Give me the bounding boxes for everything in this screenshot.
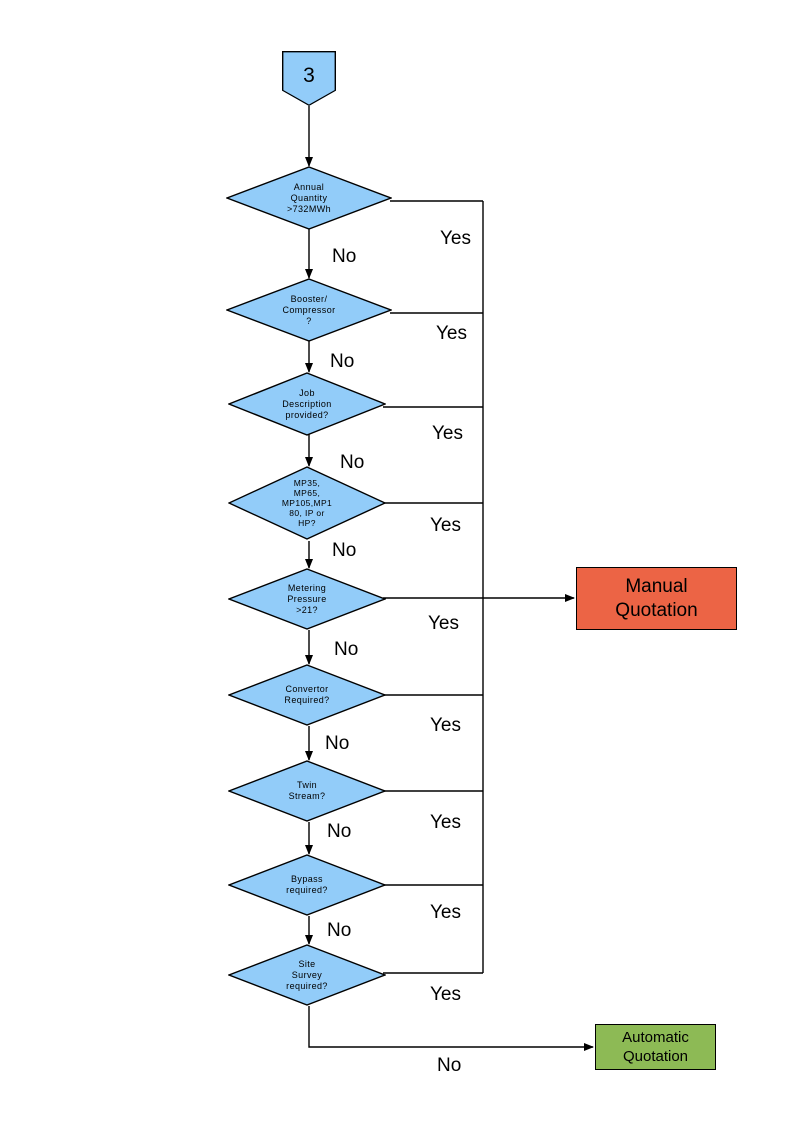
edge-label-yes-site-survey: Yes — [430, 984, 461, 1005]
decision-booster-compressor-text: Booster/ Compressor ? — [226, 278, 392, 342]
decision-booster-compressor[interactable]: Booster/ Compressor ? — [226, 278, 392, 342]
decision-line: ? — [306, 315, 312, 326]
decision-site-survey-text: Site Survey required? — [228, 944, 386, 1006]
decision-twin-stream[interactable]: Twin Stream? — [228, 760, 386, 822]
edge-label-no-final: No — [437, 1055, 462, 1076]
decision-line: Site — [298, 958, 316, 969]
diamond-shape-icon — [226, 278, 392, 342]
decision-annual-quantity-text: Annual Quantity >732MWh — [226, 166, 392, 230]
decision-line: MP105,MP1 — [281, 498, 333, 508]
diamond-shape-icon — [228, 568, 386, 630]
terminal-automatic-line: Quotation — [622, 1048, 689, 1065]
decision-pressure-tier-text: MP35, MP65, MP105,MP1 80, IP or HP? — [228, 466, 386, 540]
decision-bypass-required[interactable]: Bypass required? — [228, 854, 386, 916]
decision-line: Bypass — [291, 874, 323, 884]
diamond-shape-icon — [228, 466, 386, 540]
terminal-automatic-line: Automatic — [622, 1029, 689, 1046]
decision-line: HP? — [298, 518, 316, 528]
diamond-shape-icon — [228, 854, 386, 916]
edge-label-no-convertor-required: No — [325, 733, 350, 754]
edge-label-yes-metering-pressure: Yes — [428, 613, 459, 634]
decision-line: >732MWh — [286, 203, 332, 214]
decision-line: >21? — [296, 604, 318, 615]
decision-line: Description — [282, 398, 332, 409]
decision-line: Booster/ — [290, 293, 328, 304]
edge-label-yes-bypass-required: Yes — [430, 902, 461, 923]
edge-label-yes-annual-quantity: Yes — [440, 228, 471, 249]
edge-label-no-twin-stream: No — [327, 821, 352, 842]
decision-line: Twin — [296, 780, 318, 790]
decision-convertor-required[interactable]: Convertor Required? — [228, 664, 386, 726]
decision-bypass-required-text: Bypass required? — [228, 854, 386, 916]
edge-label-no-annual-quantity: No — [332, 246, 357, 267]
edge-label-yes-booster-compressor: Yes — [436, 323, 467, 344]
diamond-shape-icon — [228, 372, 386, 436]
edge-label-no-metering-pressure: No — [334, 639, 359, 660]
terminal-automatic-quotation[interactable]: Automatic Quotation — [595, 1024, 716, 1070]
decision-pressure-tier[interactable]: MP35, MP65, MP105,MP1 80, IP or HP? — [228, 466, 386, 540]
edge-label-no-booster-compressor: No — [330, 351, 355, 372]
edge-label-no-pressure-tier: No — [332, 540, 357, 561]
decision-job-description[interactable]: Job Description provided? — [228, 372, 386, 436]
edge-label-no-bypass-required: No — [327, 920, 352, 941]
decision-metering-pressure[interactable]: Metering Pressure >21? — [228, 568, 386, 630]
decision-line: Pressure — [287, 593, 327, 604]
terminal-manual-line: Manual — [625, 575, 688, 597]
decision-job-description-text: Job Description provided? — [228, 372, 386, 436]
edge-label-no-job-description: No — [340, 452, 365, 473]
decision-line: Metering — [287, 582, 327, 593]
decision-line: Survey — [291, 969, 323, 980]
decision-line: MP35, — [293, 478, 321, 488]
decision-line: MP65, — [293, 488, 321, 498]
decision-twin-stream-text: Twin Stream? — [228, 760, 386, 822]
decision-line: Quantity — [290, 192, 328, 203]
diamond-shape-icon — [228, 664, 386, 726]
decision-line: Compressor — [282, 304, 336, 315]
edge-label-yes-twin-stream: Yes — [430, 812, 461, 833]
decision-line: Stream? — [288, 791, 326, 801]
edge-label-yes-job-description: Yes — [432, 423, 463, 444]
decision-line: Convertor — [285, 684, 329, 694]
terminal-manual-quotation[interactable]: Manual Quotation — [576, 567, 737, 630]
decision-line: Annual — [293, 181, 325, 192]
decision-line: provided? — [285, 409, 329, 420]
decision-site-survey[interactable]: Site Survey required? — [228, 944, 386, 1006]
decision-line: 80, IP or — [289, 508, 325, 518]
edge-label-yes-convertor-required: Yes — [430, 715, 461, 736]
decision-convertor-required-text: Convertor Required? — [228, 664, 386, 726]
connector-node-3[interactable]: 3 — [282, 51, 336, 106]
diamond-shape-icon — [226, 166, 392, 230]
decision-line: Job — [299, 387, 315, 398]
decision-metering-pressure-text: Metering Pressure >21? — [228, 568, 386, 630]
decision-line: Required? — [284, 695, 330, 705]
decision-line: required? — [286, 980, 328, 991]
diamond-shape-icon — [228, 944, 386, 1006]
edge-label-yes-pressure-tier: Yes — [430, 515, 461, 536]
terminal-manual-line: Quotation — [615, 599, 698, 621]
connector-label: 3 — [303, 64, 315, 87]
decision-line: required? — [286, 885, 328, 895]
decision-annual-quantity[interactable]: Annual Quantity >732MWh — [226, 166, 392, 230]
diamond-shape-icon — [228, 760, 386, 822]
